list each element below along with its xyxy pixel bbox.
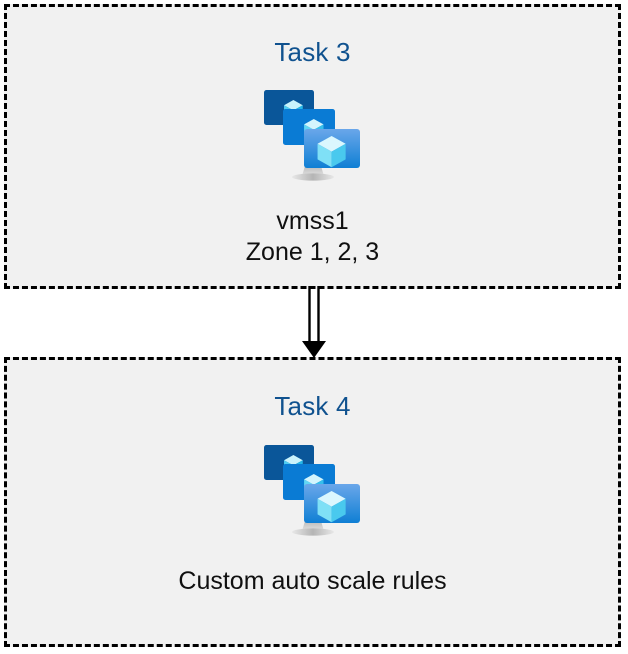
caption-line: vmss1 <box>276 207 349 235</box>
task-box-task4[interactable]: Task 4 <box>4 357 621 647</box>
caption-line: Custom auto scale rules <box>178 567 447 595</box>
caption-block-task3: vmss1 Zone 1, 2, 3 <box>246 206 379 268</box>
task-title-task3: Task 3 <box>274 37 351 67</box>
double-line-arrow-icon <box>296 286 332 360</box>
caption-line: Zone 1, 2, 3 <box>245 238 380 266</box>
caption-block-task4: Custom auto scale rules <box>178 566 446 597</box>
vm-scale-set-icon <box>261 441 365 539</box>
vm-scale-set-icon <box>261 86 365 184</box>
task-title-task4: Task 4 <box>274 391 351 421</box>
task-box-task3[interactable]: Task 3 <box>4 4 621 289</box>
